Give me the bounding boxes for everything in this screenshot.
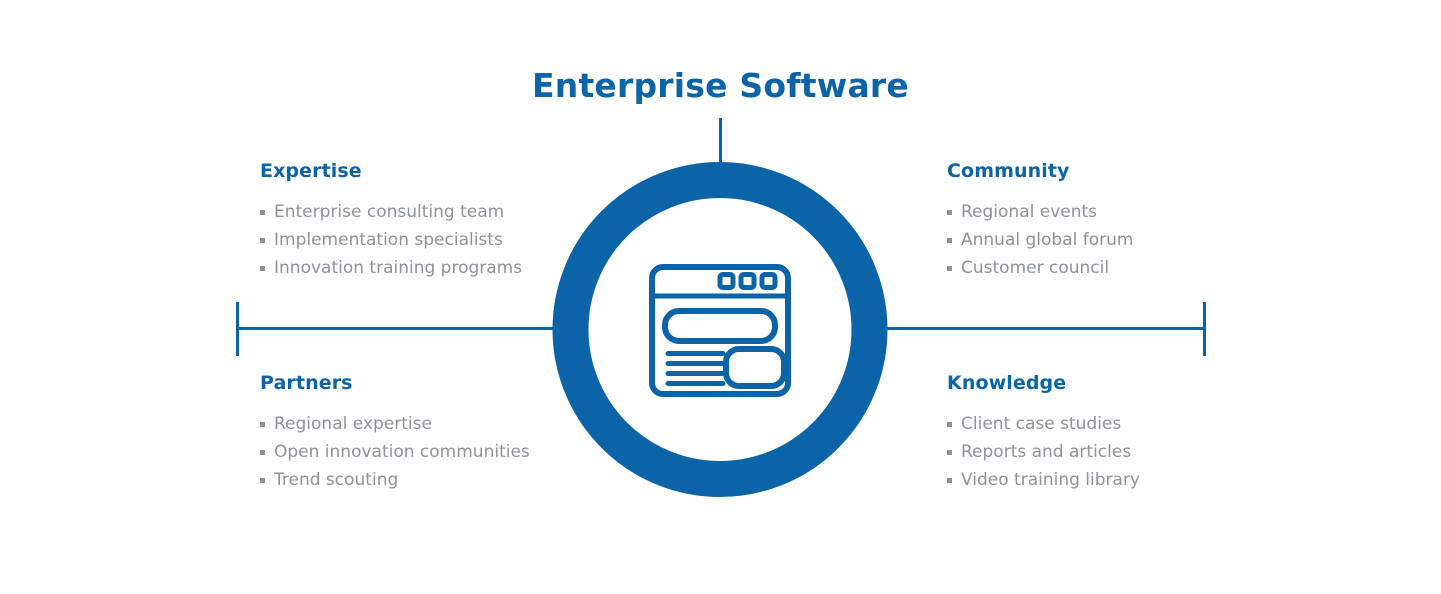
list-item: Enterprise consulting team <box>260 198 590 226</box>
bullet-icon <box>947 450 952 455</box>
list-item: Video training library <box>947 466 1277 494</box>
window-button-3 <box>759 272 778 290</box>
list-item-label: Enterprise consulting team <box>274 202 505 222</box>
window-button-2 <box>738 272 757 290</box>
list-item-label: Annual global forum <box>961 230 1134 250</box>
bullet-icon <box>260 266 265 271</box>
quadrant-expertise: Expertise Enterprise consulting team Imp… <box>260 160 590 282</box>
bullet-icon <box>947 238 952 243</box>
list-item: Client case studies <box>947 410 1277 438</box>
list-item: Implementation specialists <box>260 226 590 254</box>
quadrant-heading-expertise: Expertise <box>260 160 362 182</box>
list-item-label: Innovation training programs <box>274 258 523 278</box>
window-frame <box>649 264 791 397</box>
bullet-icon <box>947 422 952 427</box>
bullet-icon <box>947 478 952 483</box>
list-item: Regional events <box>947 198 1277 226</box>
quadrant-list-knowledge: Client case studies Reports and articles… <box>947 410 1277 494</box>
list-item: Innovation training programs <box>260 254 590 282</box>
quadrant-list-partners: Regional expertise Open innovation commu… <box>260 410 590 494</box>
bullet-icon <box>947 266 952 271</box>
quadrant-community: Community Regional events Annual global … <box>947 160 1277 282</box>
quadrant-knowledge: Knowledge Client case studies Reports an… <box>947 372 1277 494</box>
application-window-icon <box>649 264 791 397</box>
list-item-label: Trend scouting <box>274 470 399 490</box>
list-item-label: Video training library <box>961 470 1140 490</box>
list-item-label: Implementation specialists <box>274 230 503 250</box>
list-item-label: Regional expertise <box>274 414 432 434</box>
window-hero-block <box>662 308 778 344</box>
bullet-icon <box>947 210 952 215</box>
bullet-icon <box>260 210 265 215</box>
quadrant-heading-partners: Partners <box>260 372 353 394</box>
list-item: Trend scouting <box>260 466 590 494</box>
quadrant-heading-community: Community <box>947 160 1070 182</box>
quadrant-list-expertise: Enterprise consulting team Implementatio… <box>260 198 590 282</box>
quadrant-heading-knowledge: Knowledge <box>947 372 1067 394</box>
list-item-label: Customer council <box>961 258 1110 278</box>
bullet-icon <box>260 422 265 427</box>
center-ring <box>552 162 888 497</box>
bullet-icon <box>260 478 265 483</box>
bullet-icon <box>260 238 265 243</box>
list-item-label: Reports and articles <box>961 442 1132 462</box>
window-button-1 <box>717 272 736 290</box>
bullet-icon <box>260 450 265 455</box>
window-secondary-block <box>723 346 787 389</box>
list-item: Reports and articles <box>947 438 1277 466</box>
list-item-label: Regional events <box>961 202 1098 222</box>
quadrant-partners: Partners Regional expertise Open innovat… <box>260 372 590 494</box>
list-item: Customer council <box>947 254 1277 282</box>
list-item: Annual global forum <box>947 226 1277 254</box>
list-item: Regional expertise <box>260 410 590 438</box>
list-item-label: Open innovation communities <box>274 442 530 462</box>
list-item: Open innovation communities <box>260 438 590 466</box>
list-item-label: Client case studies <box>961 414 1122 434</box>
page-title: Enterprise Software <box>532 66 909 105</box>
quadrant-list-community: Regional events Annual global forum Cust… <box>947 198 1277 282</box>
